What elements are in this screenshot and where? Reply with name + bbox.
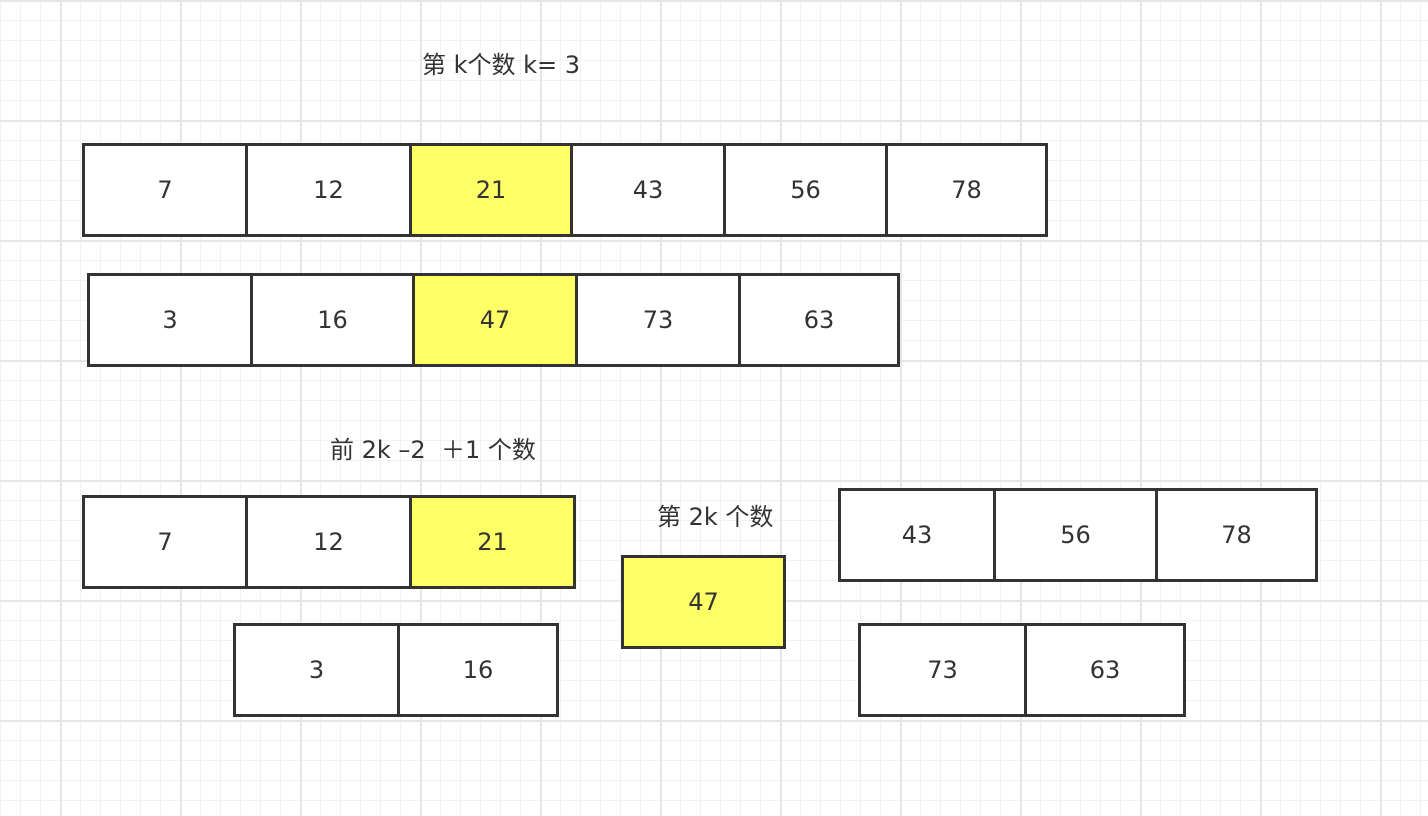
caption-pivot-position: 第 2k 个数 [657, 503, 774, 531]
split-a-left: 7 12 21 [82, 495, 576, 589]
array-a-cell: 12 [248, 146, 412, 234]
split-b-right-cell: 73 [861, 626, 1027, 714]
array-b-cell: 73 [578, 276, 741, 364]
array-a-cell-highlighted: 21 [412, 146, 573, 234]
caption-kth-element: 第 k个数 k= 3 [422, 51, 581, 79]
array-a-cell: 43 [573, 146, 726, 234]
array-a-cell: 7 [85, 146, 248, 234]
split-a-left-cell-highlighted: 21 [412, 498, 573, 586]
split-a-left-cell: 12 [248, 498, 412, 586]
array-b-cell: 3 [90, 276, 253, 364]
array-b-cell-highlighted: 47 [415, 276, 578, 364]
split-b-right-cell: 63 [1027, 626, 1183, 714]
split-b-left-cell: 16 [400, 626, 556, 714]
array-b: 3 16 47 73 63 [87, 273, 900, 367]
split-a-right-cell: 56 [996, 491, 1158, 579]
array-b-cell: 16 [253, 276, 415, 364]
split-a-left-cell: 7 [85, 498, 248, 586]
split-a-right-cell: 43 [841, 491, 996, 579]
array-a: 7 12 21 43 56 78 [82, 143, 1048, 237]
array-b-cell: 63 [741, 276, 897, 364]
split-a-right: 43 56 78 [838, 488, 1318, 582]
pivot-cell: 47 [624, 558, 783, 646]
caption-prefix-count: 前 2k –2 ＋1 个数 [330, 436, 536, 464]
split-b-right: 73 63 [858, 623, 1186, 717]
array-a-cell: 56 [726, 146, 888, 234]
split-a-right-cell: 78 [1158, 491, 1315, 579]
pivot-box: 47 [621, 555, 786, 649]
split-b-left-cell: 3 [236, 626, 400, 714]
array-a-cell: 78 [888, 146, 1045, 234]
split-b-left: 3 16 [233, 623, 559, 717]
